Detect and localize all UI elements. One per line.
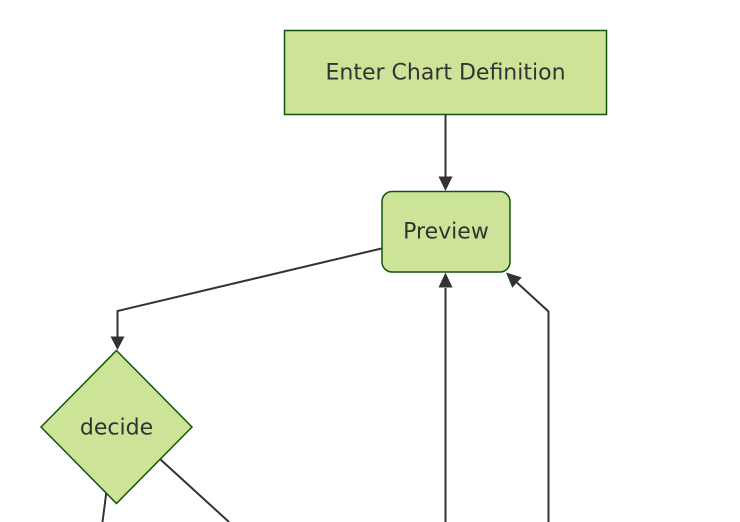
diamond-shape — [39, 349, 194, 505]
arrowhead-up-icon — [438, 272, 453, 288]
edge-line — [101, 489, 108, 522]
node-label: decide — [80, 416, 153, 441]
arrowhead-down-icon — [438, 176, 453, 191]
rectangle-shape — [283, 29, 608, 116]
edge-line — [116, 247, 382, 337]
edge-decide-to-offscreen-bottom-right — [159, 458, 230, 522]
edge-offscreen-bottom-to-preview — [438, 272, 453, 522]
arrowhead-down-icon — [110, 336, 125, 350]
edge-line — [516, 281, 550, 522]
node-label: Preview — [403, 220, 489, 245]
edge-preview-to-decide — [110, 247, 382, 350]
rounded-rectangle-shape — [381, 190, 511, 273]
edge-decide-to-offscreen-bottom-left — [101, 489, 108, 522]
edge-enter-chart-definition-to-preview — [438, 114, 453, 191]
node-label: Enter Chart Definition — [325, 61, 565, 86]
node-enter-chart-definition: Enter Chart Definition — [283, 29, 608, 116]
arrowhead-up-left-icon — [506, 272, 522, 288]
edge-line — [159, 458, 230, 522]
edge-offscreen-bottom-right-to-preview — [506, 272, 550, 522]
node-preview: Preview — [381, 190, 511, 273]
node-decide: decide — [39, 349, 194, 505]
